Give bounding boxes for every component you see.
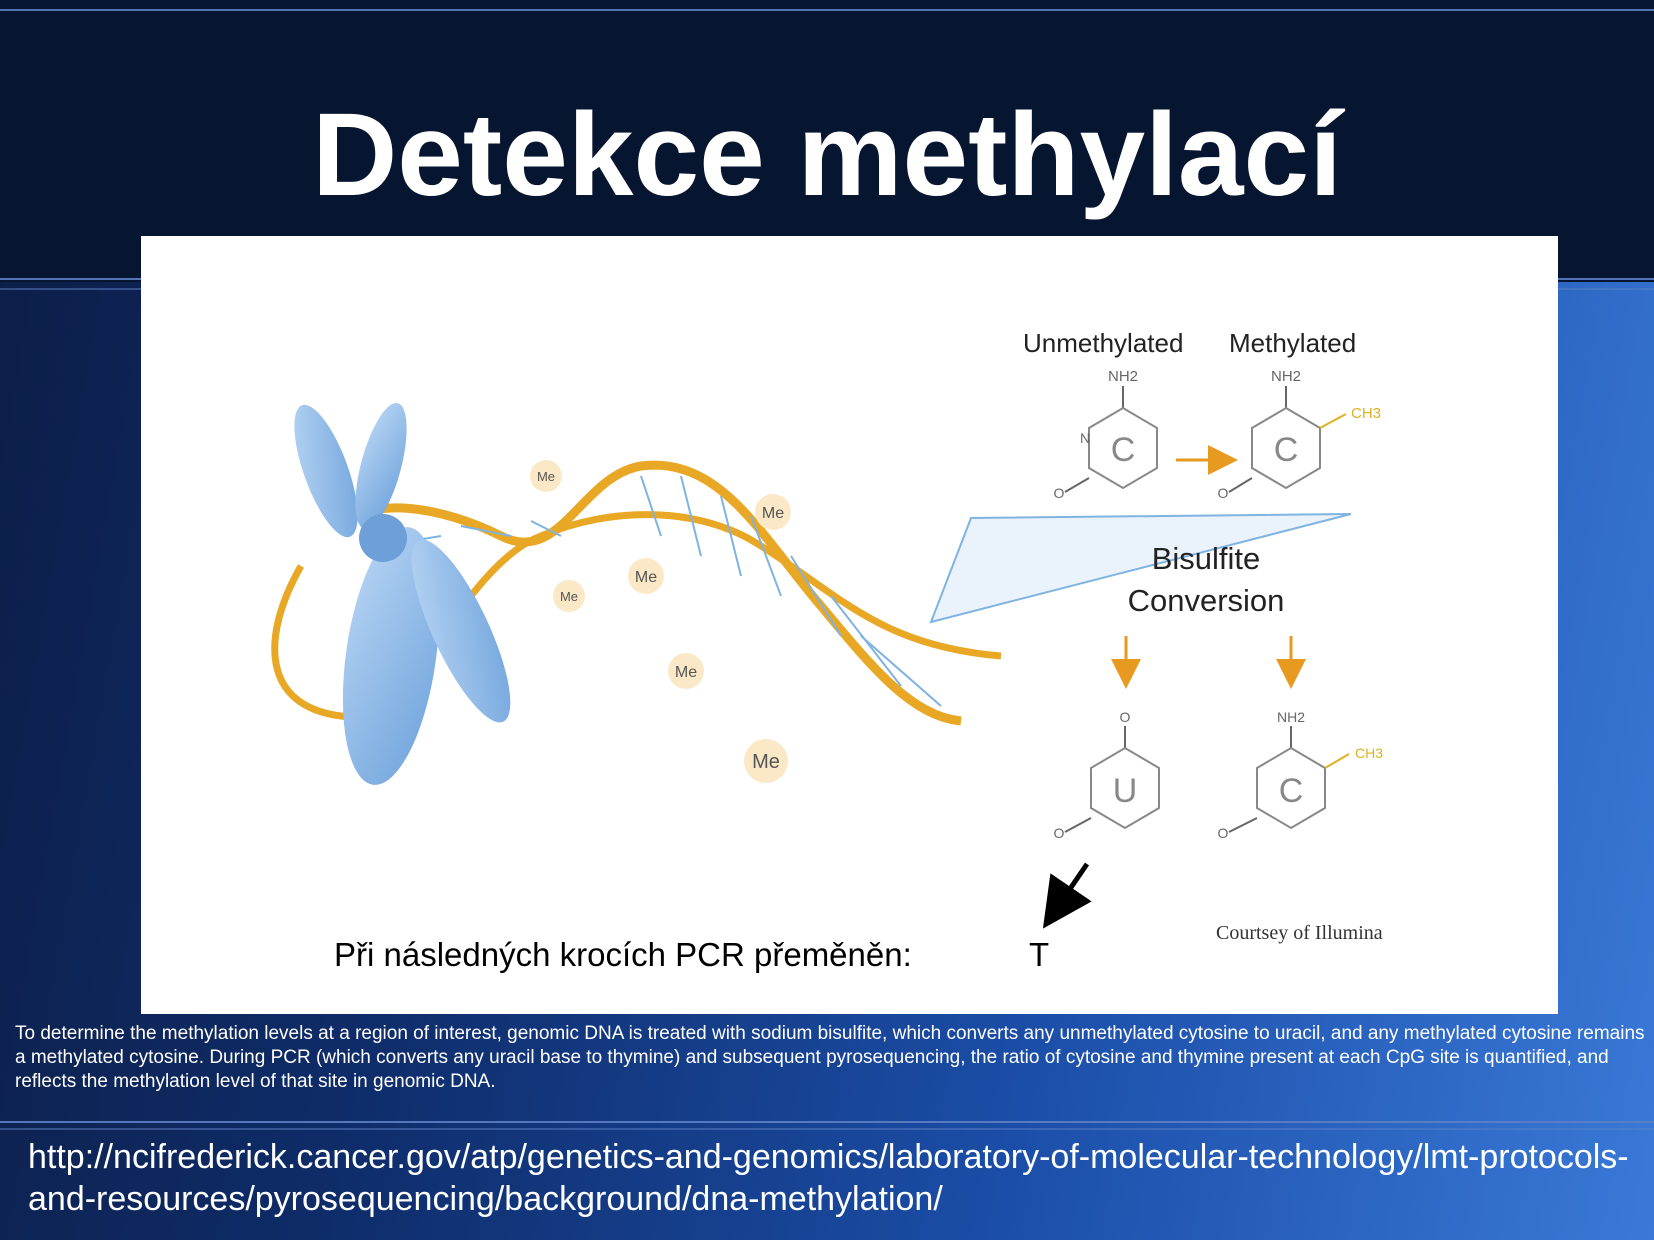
svg-text:C: C (1111, 431, 1136, 469)
methyl-tags: Me Me Me Me Me Me (530, 460, 791, 783)
svg-text:O: O (1054, 825, 1065, 841)
divider-line (0, 1121, 1654, 1123)
pcr-arrow (1042, 862, 1092, 929)
source-link[interactable]: http://ncifrederick.cancer.gov/atp/genet… (28, 1138, 1629, 1218)
pcr-result: T (1029, 936, 1050, 973)
methyl-tag: Me (537, 469, 555, 484)
methyl-tag: Me (560, 589, 578, 604)
svg-text:O: O (1218, 825, 1229, 841)
label-methylated: Methylated (1229, 328, 1357, 358)
methyl-tag: Me (635, 569, 657, 586)
methyl-tag: Me (762, 505, 784, 522)
molecule-methyl-cytosine: NH2 C CH3 O (1218, 709, 1384, 841)
description-text: To determine the methylation levels at a… (15, 1023, 1645, 1092)
divider-line (0, 1128, 1654, 1130)
svg-text:O: O (1054, 485, 1065, 501)
molecule-uracil: O U O (1054, 709, 1160, 841)
svg-text:C: C (1279, 772, 1304, 810)
svg-text:NH2: NH2 (1277, 709, 1305, 725)
pcr-caption: Při následných krocích PCR přeměněn: (334, 936, 912, 973)
svg-text:O: O (1218, 485, 1229, 501)
methyl-tag: Me (752, 751, 780, 773)
zoom-wedge (929, 513, 1352, 624)
svg-text:O: O (1120, 709, 1131, 725)
svg-text:C: C (1274, 431, 1299, 469)
bisulfite-label: Bisulfite Conversion (1111, 538, 1301, 622)
title-band (0, 0, 1654, 282)
svg-text:CH3: CH3 (1351, 405, 1381, 422)
slide-title: Detekce methylací (312, 89, 1342, 221)
bisulfite-line2: Conversion (1127, 583, 1285, 618)
svg-text:NH2: NH2 (1271, 368, 1301, 385)
methylation-figure: Me Me Me Me Me Me NH2 C N O NH2 C CH3 (141, 236, 1558, 1014)
svg-text:CH3: CH3 (1355, 745, 1383, 761)
svg-text:NH2: NH2 (1108, 368, 1138, 385)
svg-text:N: N (1080, 430, 1090, 446)
molecule-unmethylated: NH2 C N O (1054, 368, 1158, 501)
figure-illustration: Me Me Me Me Me Me NH2 C N O NH2 C CH3 (271, 368, 1384, 929)
divider-line (0, 9, 1654, 11)
molecule-methylated: NH2 C CH3 O (1218, 368, 1381, 501)
image-credit: Courtsey of Illumina (1216, 922, 1383, 944)
dna-helix (271, 460, 1002, 726)
chromosome-graphic (294, 403, 511, 785)
svg-text:U: U (1113, 772, 1138, 810)
bisulfite-line1: Bisulfite (1151, 541, 1261, 576)
methyl-tag: Me (675, 664, 697, 681)
label-unmethylated: Unmethylated (1023, 328, 1184, 358)
